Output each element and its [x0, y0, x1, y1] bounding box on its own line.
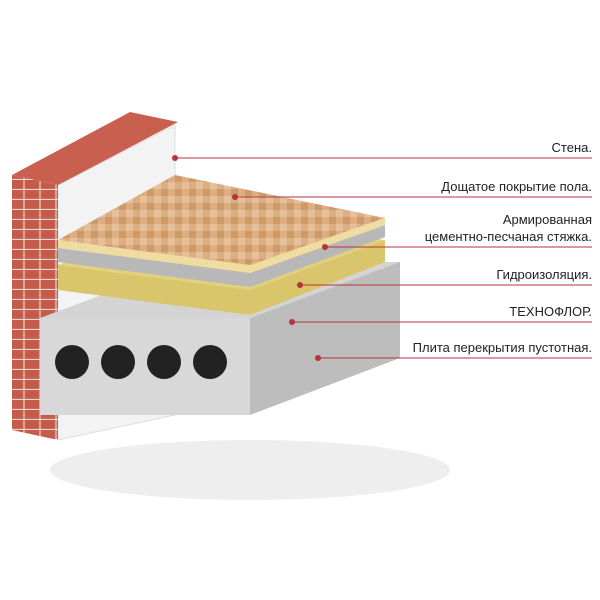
insulation-layer: [58, 240, 385, 315]
screed-layer: [58, 225, 385, 287]
slab-hole: [147, 345, 181, 379]
brick-wall-top: [12, 112, 178, 185]
label-screed-line1: Армированная: [502, 212, 592, 227]
label-screed-line2: цементно-песчаная стяжка.: [424, 229, 592, 244]
slab-holes: [55, 345, 227, 379]
floor-shadow: [50, 440, 450, 500]
board-edge: [58, 218, 385, 273]
label-board-floor: Дощатое покрытие пола.: [441, 179, 592, 194]
leader-dot: [315, 355, 321, 361]
label-hollow-slab: Плита перекрытия пустотная.: [412, 340, 592, 355]
leader-dot: [172, 155, 178, 161]
slab-hole: [55, 345, 89, 379]
slab-side: [250, 262, 400, 415]
leader-dot: [322, 244, 328, 250]
label-technoflor: ТЕХНОФЛОР.: [509, 304, 592, 319]
label-waterproofing: Гидроизоляция.: [496, 267, 592, 282]
leader-dots: [172, 155, 328, 361]
wood-floor-top: [58, 175, 385, 265]
slab-hole: [101, 345, 135, 379]
leader-lines: [175, 157, 592, 359]
leader-dot: [232, 194, 238, 200]
leader-dot: [289, 319, 295, 325]
slab-hole: [193, 345, 227, 379]
leader-dot: [297, 282, 303, 288]
label-wall: Стена.: [551, 140, 592, 155]
